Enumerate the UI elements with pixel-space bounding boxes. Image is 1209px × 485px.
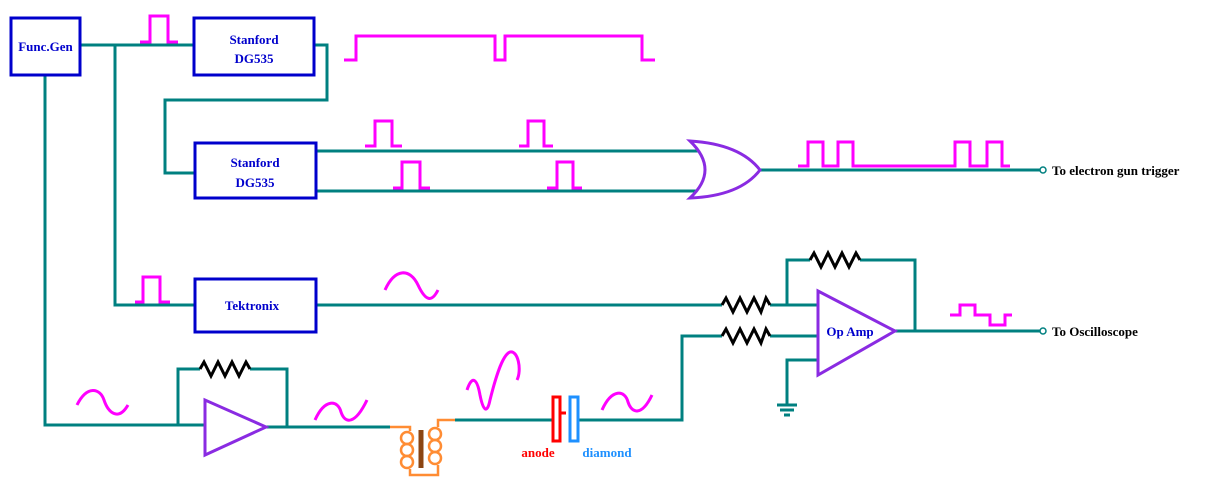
wire-amp-feedback-right	[250, 367, 289, 427]
dg535-1-label-bottom: DG535	[235, 51, 275, 66]
wires	[43, 43, 1040, 429]
dg535-box-1	[192, 16, 316, 77]
dg535-1-label-top: Stanford	[229, 32, 279, 47]
wire-diamond-resistor2	[578, 334, 722, 422]
wire-branch-tektronix	[113, 45, 195, 307]
resistor-feedback	[808, 249, 862, 271]
pulse-tektronix-in	[135, 275, 170, 304]
pulse-funcgen-out	[140, 14, 178, 44]
electron-gun-label: To electron gun trigger	[1052, 163, 1180, 178]
component-boxes	[9, 16, 318, 334]
wire-dg1-dg2	[163, 43, 329, 175]
dg535-box-2	[193, 141, 318, 200]
op-amp-label: Op Amp	[826, 324, 873, 339]
op-amp	[816, 288, 899, 378]
pulse-dg2-top-2	[519, 119, 553, 148]
sine-diamond-out	[600, 391, 654, 413]
waveforms	[75, 14, 1012, 422]
tektronix-box	[193, 277, 318, 334]
wire-feedback	[785, 258, 810, 305]
pulse-dg2-top-1	[365, 119, 402, 148]
oscilloscope-label: To Oscilloscope	[1052, 324, 1138, 339]
pulse-dg2-bot-2	[547, 160, 582, 190]
pulse-opamp-out	[950, 303, 1012, 327]
anode-label: anode	[521, 445, 554, 460]
sine-amp-out	[313, 399, 369, 422]
ground-symbol	[777, 403, 797, 417]
pulse-dg2-bot-1	[393, 160, 430, 190]
oscilloscope-terminal	[1039, 327, 1047, 335]
pulse-or-out	[798, 140, 1010, 168]
lower-amplifier	[203, 397, 270, 458]
func-gen-label: Func.Gen	[18, 39, 73, 54]
wire-funcgen-down	[43, 75, 205, 427]
sine-funcgen-lower	[75, 389, 130, 416]
wire-feedback-right	[860, 258, 917, 331]
transformer	[390, 418, 455, 477]
wire-amp-feedback-left	[176, 367, 200, 425]
dg535-2-label-bottom: DG535	[236, 175, 276, 190]
resistor-input-2	[720, 325, 772, 347]
resistor-lower-feedback	[198, 358, 252, 380]
pulse-dg1-out	[344, 34, 655, 62]
diamond-electrode	[568, 395, 580, 443]
sine-transformer-out	[465, 350, 521, 411]
electron-gun-terminal	[1039, 166, 1047, 174]
tektronix-label: Tektronix	[225, 298, 280, 313]
anode-electrode	[551, 395, 566, 443]
sine-tektronix-out	[383, 271, 440, 300]
diamond-label: diamond	[582, 445, 632, 460]
dg535-2-label-top: Stanford	[230, 155, 280, 170]
or-gate	[686, 139, 762, 200]
resistors	[198, 249, 862, 380]
func-gen-box	[9, 16, 82, 77]
resistor-input-1	[720, 294, 772, 316]
wire-opamp-ground	[785, 358, 818, 404]
